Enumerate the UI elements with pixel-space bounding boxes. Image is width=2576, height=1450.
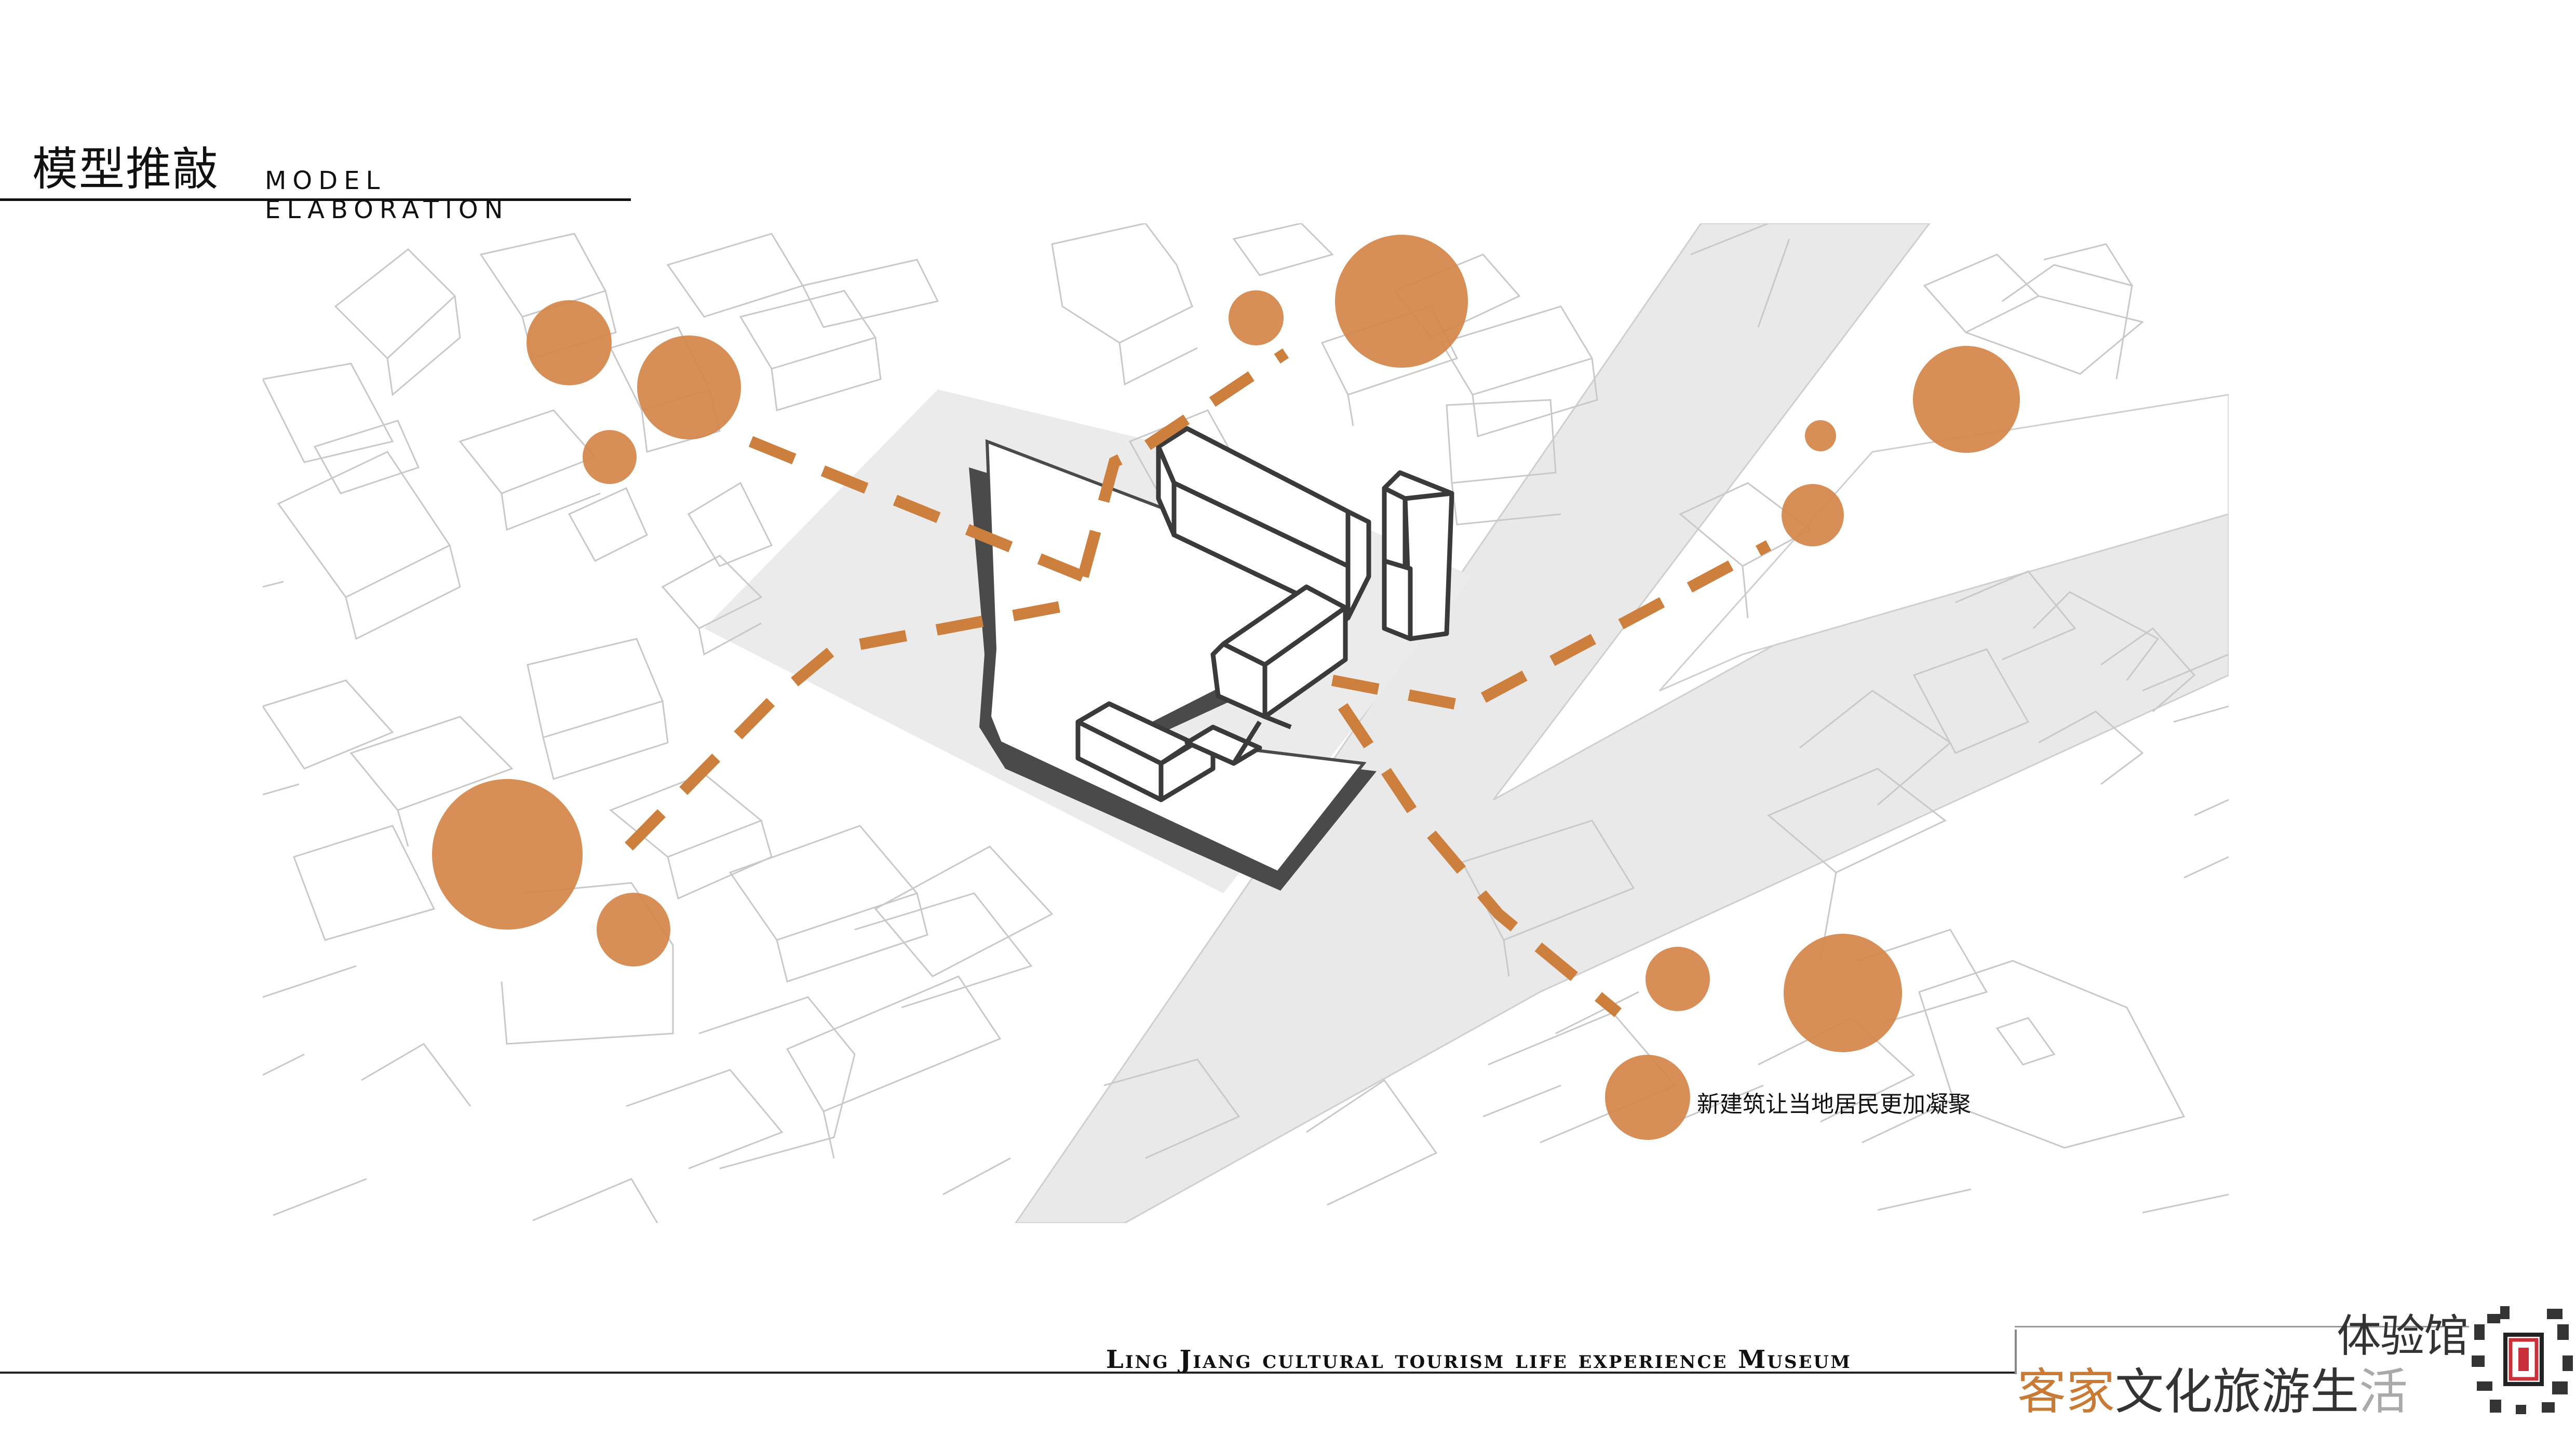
connection-paths <box>625 348 1772 1017</box>
diagram-caption: 新建筑让当地居民更加凝聚 <box>1697 1091 1971 1118</box>
community-node <box>1605 1055 1690 1140</box>
community-node <box>1335 235 1468 368</box>
brand-title-part2: 文化旅游生 <box>2115 1364 2359 1420</box>
community-node <box>1913 346 2020 453</box>
header: 模型推敲 MODEL ELABORATION <box>0 140 633 224</box>
community-node <box>583 430 637 484</box>
community-node <box>1782 484 1844 546</box>
community-node <box>1805 420 1836 451</box>
brand-rule <box>2015 1326 2539 1327</box>
community-node <box>597 893 670 966</box>
road <box>1015 223 2229 1223</box>
community-node <box>637 335 741 439</box>
road-island <box>1658 394 2229 692</box>
footer-separator <box>2015 1330 2017 1374</box>
community-node <box>1646 947 1710 1011</box>
community-node <box>432 779 583 930</box>
community-node <box>1784 934 1902 1052</box>
community-node <box>1229 290 1284 345</box>
project-title-english: Ling Jiang cultural tourism life experie… <box>1106 1345 1852 1374</box>
page-title-english: MODEL ELABORATION <box>265 166 509 224</box>
context-buildings <box>263 223 2229 1223</box>
brand-title: 客家文化旅游生活 <box>2017 1352 2408 1423</box>
header-underline <box>0 198 631 201</box>
community-node <box>527 300 612 385</box>
community-nodes <box>432 235 2020 1140</box>
footer-rule <box>0 1372 2015 1374</box>
new-building-masses <box>1075 426 1454 802</box>
brand-title-part1: 客家 <box>2017 1364 2115 1420</box>
brand-title-part3: 活 <box>2359 1364 2408 1420</box>
brand-subtitle: 体验馆 <box>2337 1310 2469 1362</box>
brand-logo-icon <box>2469 1304 2576 1418</box>
page-title-chinese: 模型推敲 <box>32 142 220 196</box>
axonometric-site-diagram <box>263 223 2229 1223</box>
